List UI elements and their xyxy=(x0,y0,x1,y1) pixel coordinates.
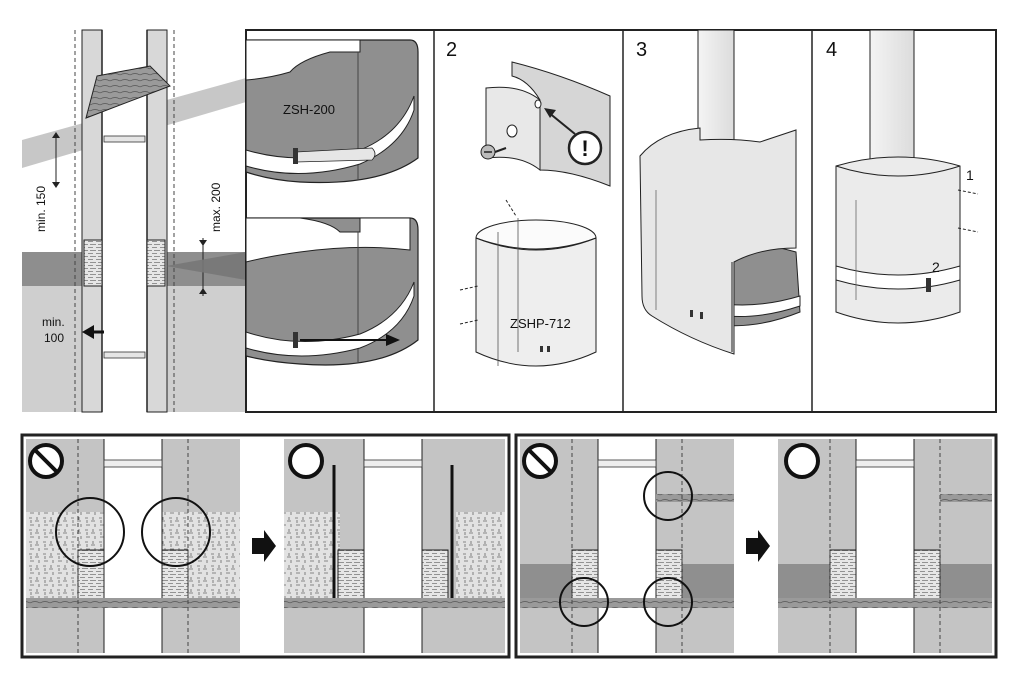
ceiling-insulation-right xyxy=(146,239,166,287)
arrow-right-icon xyxy=(386,334,400,346)
installation-overview: min. 150 max. 200 min. 100 xyxy=(22,29,246,413)
step-1-panel: 1 ZSH-200 xyxy=(245,39,419,366)
dimension-min100-line1: min. xyxy=(42,315,65,329)
approved-icon xyxy=(784,443,820,479)
dimension-min100-line2: 100 xyxy=(44,331,64,345)
step-2-number: 2 xyxy=(446,39,457,61)
arrow-left-icon xyxy=(82,325,94,339)
step-2-panel: 2 ! ZSHP-712 xyxy=(446,39,611,367)
step-3-number: 3 xyxy=(636,39,647,61)
approved-icon xyxy=(288,443,324,479)
step-4-callout-2: 2 xyxy=(932,259,940,275)
arrow-right-icon xyxy=(746,530,770,562)
step-4-number: 4 xyxy=(826,39,837,61)
ceiling-insulation-left xyxy=(83,239,103,287)
arrow-right-icon xyxy=(252,530,276,562)
prohibited-icon xyxy=(522,443,558,479)
step-2-label: ZSHP-712 xyxy=(510,316,571,331)
dimension-min150: min. 150 xyxy=(34,186,48,232)
step-4-callout-1: 1 xyxy=(966,167,974,183)
prohibited-icon xyxy=(28,443,64,479)
roof-flashing xyxy=(85,65,171,119)
warning-icon xyxy=(567,130,603,166)
step-1-label: ZSH-200 xyxy=(283,102,335,117)
dimension-max200: max. 200 xyxy=(209,182,223,232)
insulation-comparison xyxy=(20,433,511,659)
step-3-panel: 3 xyxy=(636,29,801,355)
warning-mark: ! xyxy=(581,136,588,161)
floor-comparison xyxy=(514,433,998,659)
step-4-panel: 4 1 2 xyxy=(826,29,979,324)
